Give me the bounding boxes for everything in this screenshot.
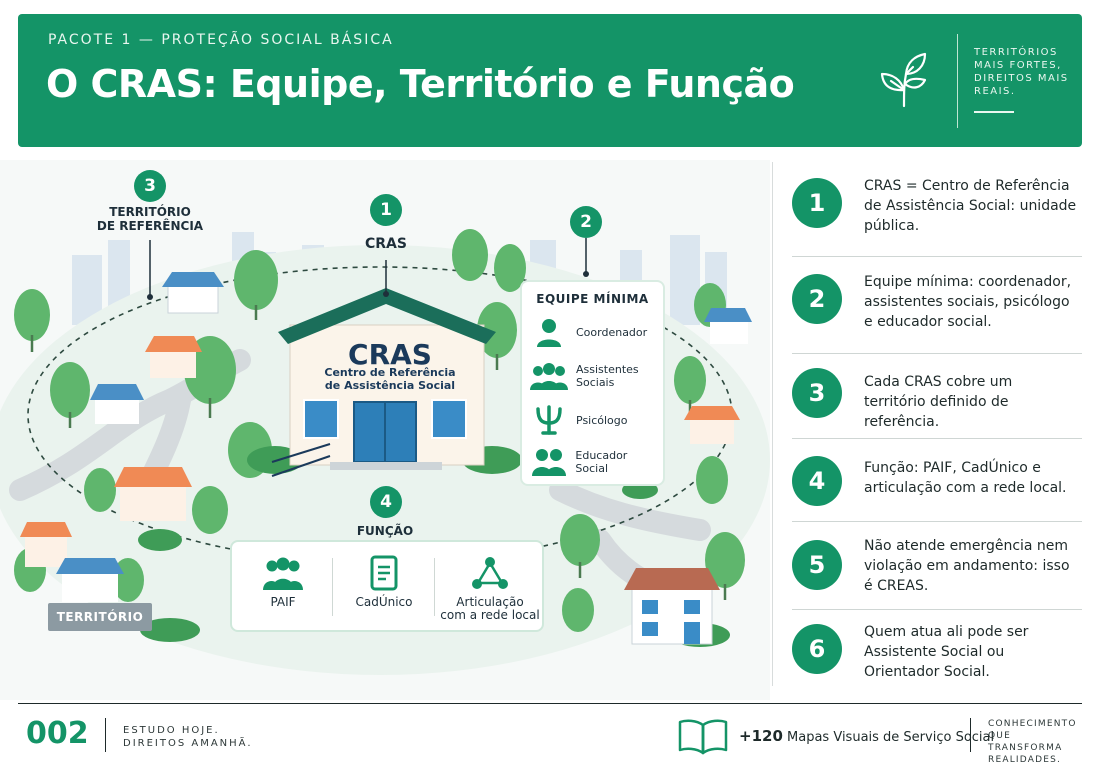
person-icon <box>530 315 568 349</box>
maps-count-text: +120 Mapas Visuais de Serviço Social <box>739 727 995 745</box>
list-item: 3 Cada CRAS cobre um território definido… <box>792 368 1082 454</box>
list-text: CRAS = Centro de Referência de Assistênc… <box>864 178 1077 234</box>
territory-label: TERRITÓRIO DE REFERÊNCIA <box>96 205 204 233</box>
list-number: 1 <box>792 178 842 228</box>
header-divider <box>957 34 958 128</box>
open-book-icon <box>678 719 728 755</box>
list-separator <box>792 521 1082 522</box>
list-text: Função: PAIF, CadÚnico e articulação com… <box>864 460 1067 496</box>
header-kicker: PACOTE 1 — PROTEÇÃO SOCIAL BÁSICA <box>48 32 394 48</box>
function-paif: PAIF <box>240 542 326 630</box>
function-label: FUNÇÃO <box>356 524 414 538</box>
footer-rule <box>18 703 1082 704</box>
group-icon <box>530 359 568 393</box>
footer-divider <box>970 718 971 752</box>
list-text: Cada CRAS cobre um território definido d… <box>864 374 1013 430</box>
team-member-educador: Educador Social <box>530 442 662 482</box>
team-member-psicologo: Psicólogo <box>530 400 662 440</box>
territory-sign: TERRITÓRIO <box>48 603 152 631</box>
team-badge: 2 <box>570 206 602 238</box>
footer-divider <box>105 718 106 752</box>
list-item: 5 Não atende emergência nem violação em … <box>792 538 1082 624</box>
header-banner: PACOTE 1 — PROTEÇÃO SOCIAL BÁSICA O CRAS… <box>18 14 1082 147</box>
cras-label: CRAS <box>365 236 407 252</box>
leaf-sprout-icon <box>880 52 927 108</box>
list-item: 2 Equipe mínima: coordenador, assistente… <box>792 270 1082 356</box>
building-title: CRAS <box>348 338 432 371</box>
footer-tagline: ESTUDO HOJE. DIREITOS AMANHÃ. <box>123 725 253 749</box>
list-divider <box>772 162 773 686</box>
function-cadunico: CadÚnico <box>338 542 430 630</box>
list-number: 2 <box>792 274 842 324</box>
network-icon <box>470 554 510 592</box>
list-item: 1 CRAS = Centro de Referência de Assistê… <box>792 172 1082 258</box>
cras-illustration: 3 TERRITÓRIO DE REFERÊNCIA 1 CRAS CRAS C… <box>0 160 770 700</box>
list-separator <box>792 609 1082 610</box>
building-subtitle: Centro de Referência de Assistência Soci… <box>324 366 456 392</box>
list-separator <box>792 438 1082 439</box>
two-people-icon <box>530 445 567 479</box>
list-number: 4 <box>792 456 842 506</box>
cras-badge: 1 <box>370 194 402 226</box>
document-icon <box>369 554 399 592</box>
territory-badge: 3 <box>134 170 166 202</box>
list-text: Equipe mínima: coordenador, assistentes … <box>864 274 1072 330</box>
function-badge: 4 <box>370 486 402 518</box>
list-item: 6 Quem atua ali pode ser Assistente Soci… <box>792 624 1082 710</box>
function-separator <box>434 558 435 616</box>
team-member-coordenador: Coordenador <box>530 312 662 352</box>
list-text: Não atende emergência nem violação em an… <box>864 538 1070 594</box>
function-separator <box>332 558 333 616</box>
list-text: Quem atua ali pode ser Assistente Social… <box>864 624 1029 680</box>
list-separator <box>792 353 1082 354</box>
psi-icon <box>530 403 568 437</box>
list-number: 5 <box>792 540 842 590</box>
footer-right-tagline: CONHECIMENTO QUE TRANSFORMA REALIDADES. <box>988 719 1077 765</box>
list-number: 6 <box>792 624 842 674</box>
list-item: 4 Função: PAIF, CadÚnico e articulação c… <box>792 454 1082 540</box>
family-icon <box>263 554 303 592</box>
slogan-underline <box>974 111 1014 113</box>
list-number: 3 <box>792 368 842 418</box>
team-title: EQUIPE MÍNIMA <box>536 292 649 306</box>
page-number: 002 <box>26 716 89 751</box>
list-separator <box>792 256 1082 257</box>
page-title: O CRAS: Equipe, Território e Função <box>46 62 795 106</box>
header-slogan: TERRITÓRIOS MAIS FORTES, DIREITOS MAIS R… <box>974 47 1069 97</box>
